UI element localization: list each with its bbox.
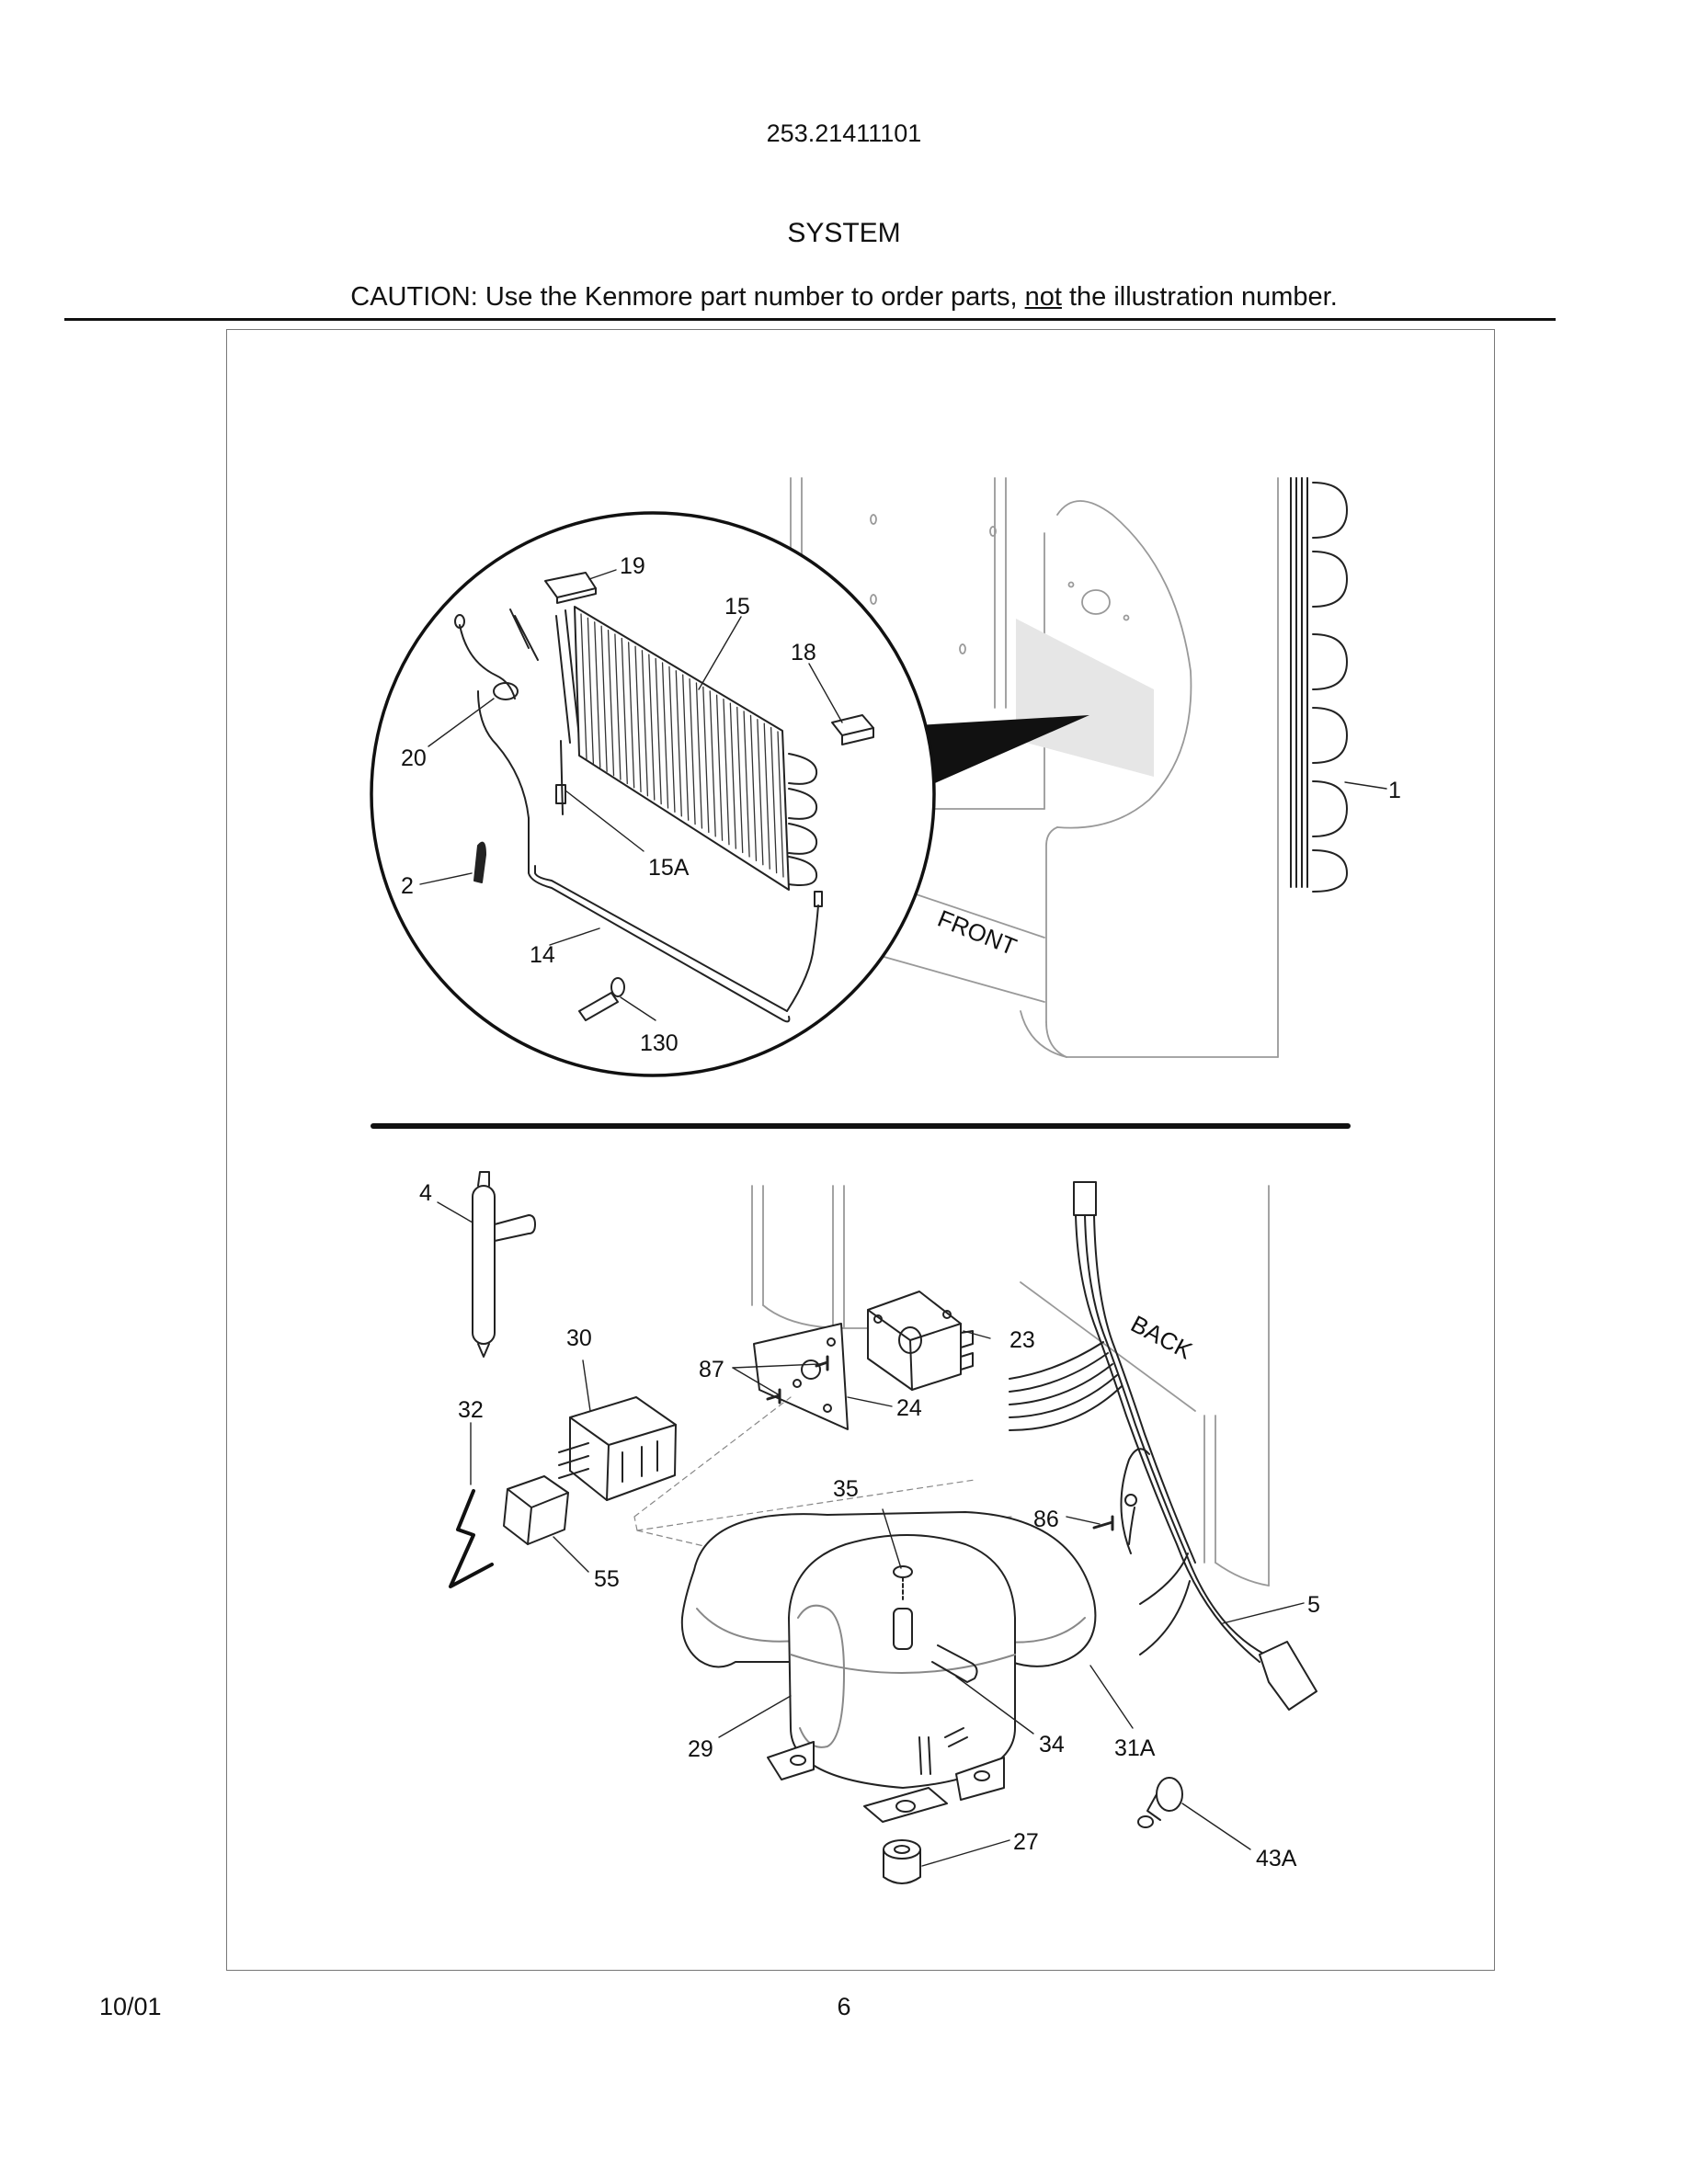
callout-pointer [901, 715, 1089, 796]
evaporator-fin [648, 654, 656, 801]
screw-86 [1092, 1515, 1114, 1531]
evaporator-fin [715, 694, 724, 841]
evaporator-fin [749, 714, 758, 861]
part-label-130: 130 [640, 1030, 679, 1056]
part-label-2: 2 [401, 873, 414, 899]
evaporator-fin [594, 621, 601, 768]
evaporator-fin [723, 699, 730, 846]
evaporator-fin [668, 665, 676, 813]
part-label-55: 55 [594, 1566, 620, 1592]
part-label-86: 86 [1033, 1507, 1059, 1532]
part-label-34: 34 [1039, 1732, 1065, 1757]
section-title: SYSTEM [787, 218, 901, 248]
evaporator-fin [757, 719, 764, 866]
evaporator-fin [709, 690, 716, 837]
part-label-18: 18 [791, 640, 816, 665]
defrost-sensor-harness [454, 609, 823, 1023]
bolt-35 [893, 1565, 913, 1600]
part-label-29: 29 [688, 1736, 713, 1762]
part-label-31a: 31A [1114, 1735, 1156, 1761]
caution-note: CAUTION: Use the Kenmore part number to … [0, 282, 1688, 313]
revision-date: 10/01 [99, 1993, 162, 2020]
compressor [767, 1534, 1016, 1823]
leader-lines-lower [437, 1201, 1305, 1867]
evaporator-fin [600, 625, 608, 772]
diagram-frame [226, 329, 1495, 1971]
caution-emphasis: not [1024, 282, 1062, 312]
part-label-32: 32 [458, 1397, 484, 1423]
evaporator-fin [607, 630, 615, 777]
mounting-dashed-outline [633, 1396, 1012, 1554]
insulation-pad-19-face [556, 587, 597, 604]
part-labels: 19 15 18 20 1 2 15A 14 130 4 30 23 87 32… [401, 553, 1401, 1871]
evaporator-fin [682, 674, 690, 821]
defrost-timer [867, 1291, 974, 1391]
part-label-20: 20 [401, 745, 427, 771]
wiring-harness-and-power-cord [1009, 1181, 1317, 1711]
evaporator-fin [634, 645, 642, 792]
evaporator-fin [689, 677, 696, 825]
part-label-14: 14 [530, 942, 555, 968]
filter-drier [472, 1171, 536, 1358]
timer-bracket [753, 1323, 849, 1430]
evaporator-fin [729, 702, 736, 849]
part-label-1: 1 [1388, 778, 1401, 803]
part-label-87: 87 [699, 1357, 724, 1382]
evaporator-fin [580, 613, 587, 760]
clip-2 [473, 841, 486, 883]
part-label-19: 19 [620, 553, 645, 579]
part-label-43a: 43A [1256, 1846, 1297, 1871]
caution-prefix: CAUTION: Use the Kenmore part number to … [350, 282, 1025, 312]
evaporator-fin [621, 637, 628, 785]
screws-87 [766, 1355, 829, 1405]
insulation-pad-18-face [841, 727, 874, 745]
wire-32 [449, 1489, 494, 1588]
model-number: 253.21411101 [766, 119, 922, 147]
evaporator-fin [777, 731, 784, 878]
evaporator [555, 606, 818, 891]
page-number: 6 [837, 1993, 851, 2020]
evaporator-fin [695, 682, 703, 829]
header-rule [64, 318, 1556, 321]
evaporator-fin [614, 633, 622, 780]
front-orientation-label: FRONT [934, 904, 1021, 961]
evaporator-fin [702, 686, 710, 834]
start-relay [558, 1396, 677, 1501]
evaporator-fin [763, 722, 770, 870]
clamp-43a [1137, 1777, 1183, 1828]
part-label-24: 24 [896, 1395, 922, 1421]
part-label-27: 27 [1013, 1829, 1039, 1855]
part-label-35: 35 [833, 1476, 859, 1502]
evaporator-fin [655, 657, 662, 805]
part-label-30: 30 [566, 1325, 592, 1351]
grommet-27 [883, 1839, 921, 1884]
condenser-coil [1290, 477, 1348, 893]
evaporator-fin [641, 650, 649, 797]
evaporator-fin [628, 642, 635, 789]
overload-protector [503, 1475, 569, 1545]
part-label-5: 5 [1307, 1592, 1320, 1618]
caution-suffix: the illustration number. [1061, 282, 1338, 312]
evaporator-fin [675, 670, 682, 817]
part-label-4: 4 [419, 1180, 432, 1206]
evaporator-fins [580, 613, 784, 878]
evaporator-fin [587, 617, 595, 765]
part-label-15a: 15A [648, 855, 690, 881]
part-label-23: 23 [1009, 1327, 1035, 1353]
evaporator-fin [770, 726, 778, 874]
evaporator-fin [736, 706, 744, 854]
leader-lines-upper [419, 569, 1387, 1021]
back-orientation-label: BACK [1126, 1310, 1197, 1365]
evaporator-fin [661, 662, 669, 809]
part-label-15: 15 [724, 594, 750, 620]
cabinet-opening-shade [1016, 619, 1154, 777]
screw-130 [578, 977, 625, 1021]
evaporator-fin [743, 711, 750, 858]
